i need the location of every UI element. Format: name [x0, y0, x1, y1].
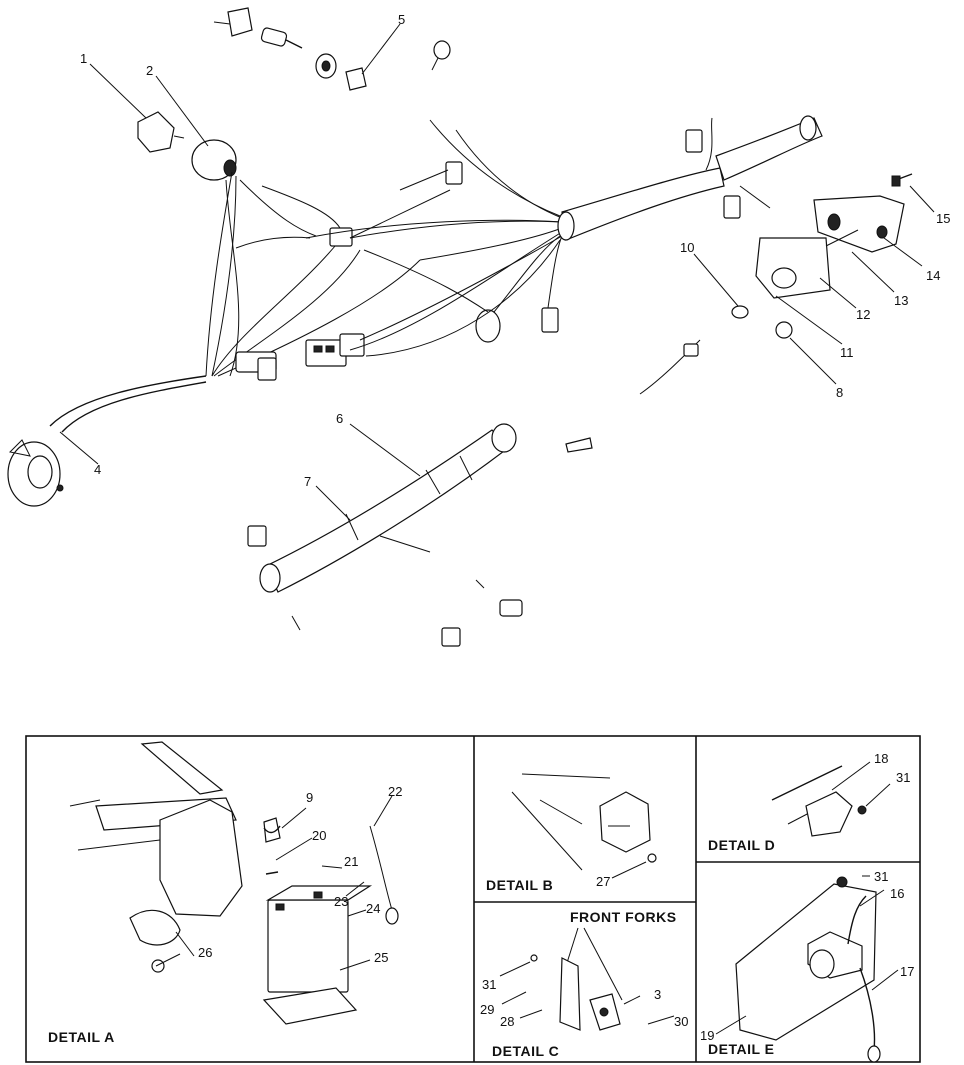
callout-10: 10: [680, 240, 694, 255]
callout-14: 14: [926, 268, 940, 283]
lower-loom-tube: [247, 423, 593, 647]
detail-panels: 9 20 21 22 23 24 25 26 DETAIL A 27 DETAI…: [25, 735, 921, 1063]
callout-17: 17: [900, 964, 914, 979]
callout-12: 12: [856, 307, 870, 322]
callout-20: 20: [312, 828, 326, 843]
taillight-assembly: [639, 173, 913, 395]
upper-loom-tube: [557, 115, 823, 241]
callout-11: 11: [840, 345, 854, 360]
callout-3: 3: [654, 987, 661, 1002]
callout-31-e: 31: [874, 869, 888, 884]
callout-30: 30: [674, 1014, 688, 1029]
front-forks-label: FRONT FORKS: [570, 909, 677, 925]
callout-6: 6: [336, 411, 343, 426]
handlebar-switch: [137, 111, 185, 153]
callout-16: 16: [890, 886, 904, 901]
detail-c-panel: FRONT FORKS 31 29 28 3 30 DETAIL C: [480, 909, 688, 1059]
callout-13: 13: [894, 293, 908, 308]
main-cable: [7, 375, 207, 507]
detail-e-label: DETAIL E: [708, 1041, 775, 1057]
callout-7: 7: [304, 474, 311, 489]
ignition-switch-parts: [213, 7, 451, 91]
callout-23: 23: [334, 894, 348, 909]
callout-24: 24: [366, 901, 380, 916]
detail-b-label: DETAIL B: [486, 877, 553, 893]
callout-5: 5: [398, 12, 405, 27]
callout-29: 29: [480, 1002, 494, 1017]
callout-25: 25: [374, 950, 388, 965]
callout-15: 15: [936, 211, 950, 226]
callout-31-c: 31: [482, 977, 496, 992]
central-connectors: [261, 119, 563, 367]
callout-9: 9: [306, 790, 313, 805]
leader-lines: [59, 23, 935, 521]
callout-1: 1: [80, 51, 87, 66]
callout-31-d: 31: [896, 770, 910, 785]
callout-2: 2: [146, 63, 153, 78]
callout-19: 19: [700, 1028, 714, 1043]
callout-28: 28: [500, 1014, 514, 1029]
detail-c-label: DETAIL C: [492, 1043, 559, 1059]
detail-d-label: DETAIL D: [708, 837, 775, 853]
callout-26: 26: [198, 945, 212, 960]
left-wire-bundle: [205, 171, 421, 381]
callout-21: 21: [344, 854, 358, 869]
callout-22: 22: [388, 784, 402, 799]
callout-18: 18: [874, 751, 888, 766]
callout-4: 4: [94, 462, 101, 477]
detail-d-panel: 18 31 DETAIL D: [708, 751, 910, 853]
callout-8: 8: [836, 385, 843, 400]
detail-e-panel: 31 16 17 19 DETAIL E: [700, 869, 914, 1063]
callout-27: 27: [596, 874, 610, 889]
main-harness-view: 1 2 5 4 6 7 8 10 11 12 13 14 15: [7, 7, 950, 647]
detail-a-panel: 9 20 21 22 23 24 25 26 DETAIL A: [48, 741, 402, 1045]
switch-housing: [191, 139, 237, 181]
detail-b-panel: 27 DETAIL B: [486, 773, 657, 893]
detail-a-label: DETAIL A: [48, 1029, 115, 1045]
